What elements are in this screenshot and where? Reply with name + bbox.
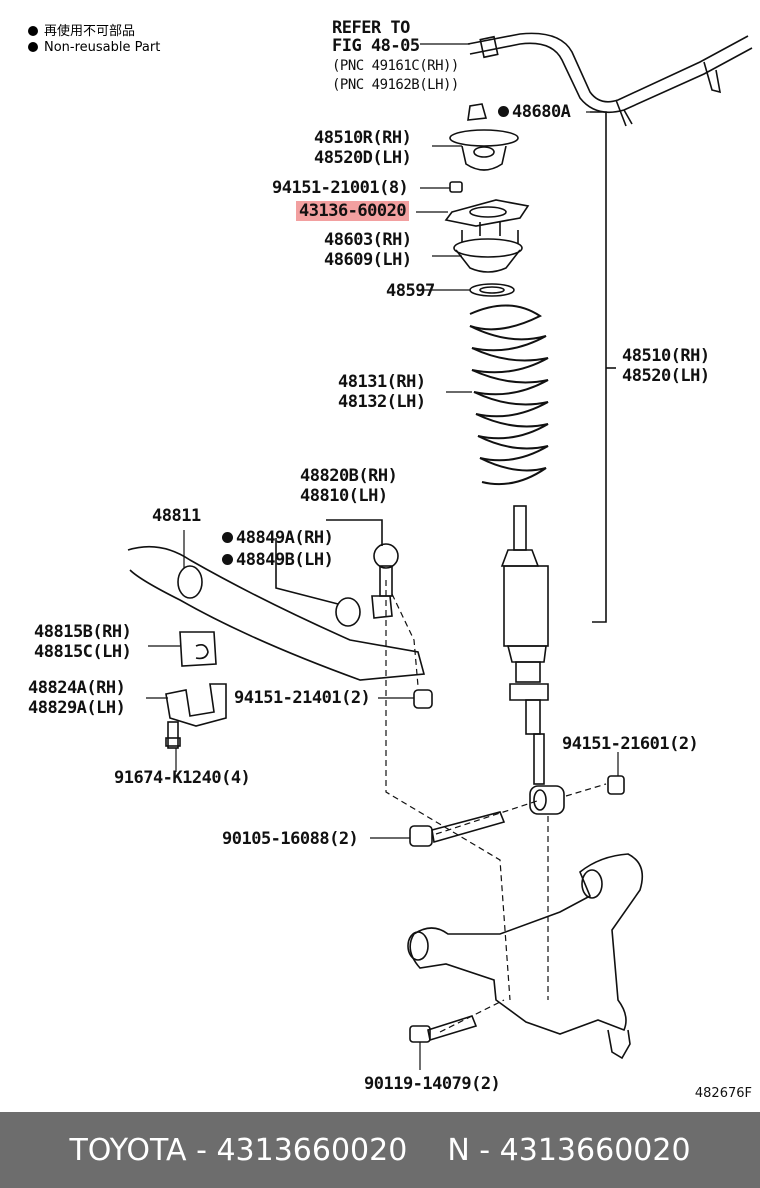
bolt-90105 xyxy=(409,811,506,847)
label-pnc-lh: (PNC 49162B(LH)) xyxy=(332,77,459,93)
gasket-43136-60020 xyxy=(444,199,530,227)
nut-48680a xyxy=(467,103,488,121)
bolt-90119 xyxy=(409,1015,478,1043)
label-48680a[interactable]: 48680A xyxy=(498,102,571,122)
part-number: 48849A(RH) xyxy=(236,528,334,548)
label-refer-to: REFER TO xyxy=(332,18,410,38)
legend-reusable: 再使用不可部品 xyxy=(28,20,135,39)
label-fig-48-05[interactable]: FIG 48-05 xyxy=(332,36,420,56)
label-48820b[interactable]: 48820B(RH) xyxy=(300,466,398,486)
shock-absorber-48510 xyxy=(500,505,565,815)
label-pnc-rh: (PNC 49161C(RH)) xyxy=(332,58,459,74)
non-reusable-dot-icon xyxy=(222,554,233,565)
figure-id: 482676F xyxy=(694,1086,752,1101)
nut-94151-21401 xyxy=(413,689,433,709)
bracket-48824a xyxy=(165,683,227,727)
label-48824a[interactable]: 48824A(RH) xyxy=(28,678,126,698)
footer-bar: TOYOTA - 4313660020 N - 4313660020 xyxy=(0,1112,760,1188)
assembly-dashed-lines xyxy=(385,580,607,1033)
label-48810[interactable]: 48810(LH) xyxy=(300,486,388,506)
nut-94151-21601 xyxy=(607,775,625,795)
label-94151-21401[interactable]: 94151-21401(2) xyxy=(234,688,371,708)
bolt-91674 xyxy=(165,721,181,749)
label-43136-60020-highlighted[interactable]: 43136-60020 xyxy=(296,201,410,221)
label-48520d[interactable]: 48520D(LH) xyxy=(314,148,412,168)
highlighted-part-number: 43136-60020 xyxy=(296,201,410,221)
label-48510r[interactable]: 48510R(RH) xyxy=(314,128,412,148)
part-number: 48849B(LH) xyxy=(236,550,334,570)
legend-jp-text: 再使用不可部品 xyxy=(44,24,136,39)
label-48603[interactable]: 48603(RH) xyxy=(324,230,412,250)
label-48815c[interactable]: 48815C(LH) xyxy=(34,642,132,662)
label-90119-14079[interactable]: 90119-14079(2) xyxy=(364,1074,501,1094)
label-94151-21001[interactable]: 94151-21001(8) xyxy=(272,178,409,198)
label-48849b[interactable]: 48849B(LH) xyxy=(222,550,334,570)
footer-oem-part: TOYOTA - 4313660020 xyxy=(69,1132,408,1168)
part-number: 48680A xyxy=(512,102,571,122)
filled-dot-icon xyxy=(28,42,38,52)
label-90105-16088[interactable]: 90105-16088(2) xyxy=(222,829,359,849)
suspension-exploded-diagram xyxy=(127,32,753,1070)
lower-arm xyxy=(407,853,644,1060)
nut-94151-21001 xyxy=(449,181,463,193)
coil-spring-48131 xyxy=(469,304,549,486)
label-48609[interactable]: 48609(LH) xyxy=(324,250,412,270)
bearing-48597 xyxy=(469,283,515,297)
label-94151-21601[interactable]: 94151-21601(2) xyxy=(562,734,699,754)
label-48849a[interactable]: 48849A(RH) xyxy=(222,528,334,548)
label-48829a[interactable]: 48829A(LH) xyxy=(28,698,126,718)
stabilizer-bar-upper xyxy=(467,32,753,127)
legend-non-reusable: Non-reusable Part xyxy=(28,40,160,55)
non-reusable-dot-icon xyxy=(222,532,233,543)
bushing-48815b xyxy=(179,631,217,667)
label-48131[interactable]: 48131(RH) xyxy=(338,372,426,392)
label-91674-k1240[interactable]: 91674-K1240(4) xyxy=(114,768,251,788)
upper-support-48510r xyxy=(449,129,519,171)
support-48603 xyxy=(453,222,523,273)
label-48132[interactable]: 48132(LH) xyxy=(338,392,426,412)
stabilizer-link-48820b xyxy=(371,543,399,619)
label-48815b[interactable]: 48815B(RH) xyxy=(34,622,132,642)
strut-bracket-line xyxy=(590,111,607,623)
leader-lines xyxy=(146,43,619,1070)
label-48811[interactable]: 48811 xyxy=(152,506,201,526)
label-48510[interactable]: 48510(RH) xyxy=(622,346,710,366)
footer-n-part: N - 4313660020 xyxy=(447,1132,691,1168)
label-48520[interactable]: 48520(LH) xyxy=(622,366,710,386)
bushing-48849a xyxy=(335,597,361,627)
legend-en-text: Non-reusable Part xyxy=(44,40,161,55)
non-reusable-dot-icon xyxy=(498,106,509,117)
filled-dot-icon xyxy=(28,26,38,36)
label-48597[interactable]: 48597 xyxy=(386,281,435,301)
stabilizer-bar-48811 xyxy=(127,545,426,681)
